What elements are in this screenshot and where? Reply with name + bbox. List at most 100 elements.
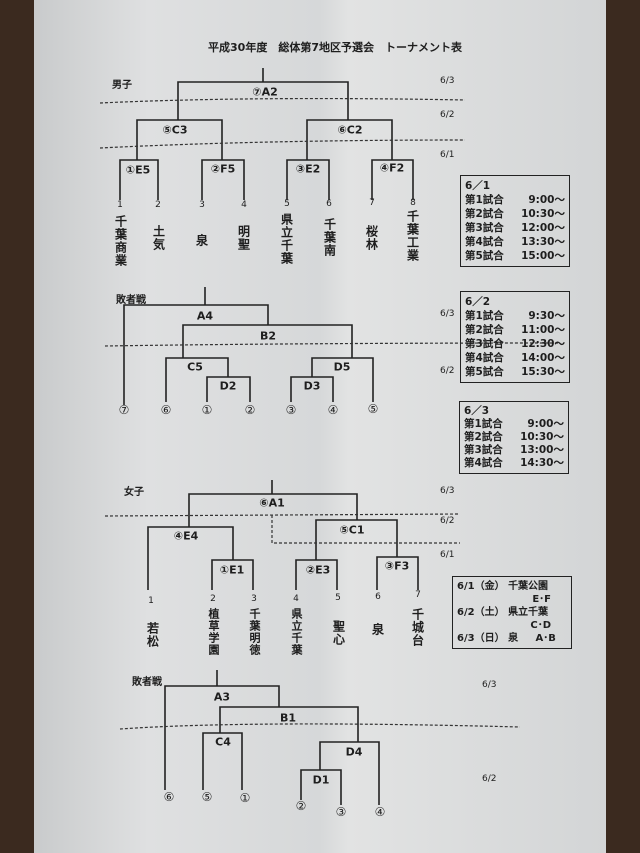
venue-name: 千葉公園 xyxy=(508,581,549,592)
team-number: 3 xyxy=(199,200,205,210)
match-label: B2 xyxy=(259,329,277,343)
venue-name: 県立千葉 xyxy=(508,607,549,618)
team-number: 3 xyxy=(251,594,257,604)
venue-date: 6/3（日） xyxy=(457,633,505,644)
team-number: 1 xyxy=(148,596,154,606)
date-divider-lines xyxy=(99,97,561,730)
team-number: 6 xyxy=(375,592,381,602)
match-label: ②E3 xyxy=(305,563,331,577)
venue-name: 泉 xyxy=(508,633,519,644)
match-label: D4 xyxy=(345,745,363,759)
game-label: 第4試合 xyxy=(464,457,503,469)
game-time: 15:30～ xyxy=(521,366,565,378)
match-label: ⑥C2 xyxy=(337,123,363,137)
team-name: 土気 xyxy=(151,225,166,251)
team-name: 千葉商業 xyxy=(113,215,128,267)
entry-marker: ⑥ xyxy=(160,403,172,417)
match-label: ④F2 xyxy=(379,161,405,175)
venue-matches: E･F xyxy=(532,594,551,605)
game-label: 第3試合 xyxy=(465,222,504,234)
game-label: 第1試合 xyxy=(465,310,504,322)
game-time: 9:00～ xyxy=(527,418,564,430)
team-name: 千葉工業 xyxy=(405,210,420,262)
team-number: 8 xyxy=(410,198,416,208)
consolation-label: 敗者戦 xyxy=(132,677,162,688)
entry-marker: ② xyxy=(295,799,307,813)
entry-marker: ① xyxy=(239,791,251,805)
game-time: 10:30～ xyxy=(521,208,565,220)
team-name: 県立千葉 xyxy=(279,213,294,265)
match-label: D2 xyxy=(219,379,237,393)
match-label: ⑤C1 xyxy=(339,523,365,537)
entry-marker: ① xyxy=(201,403,213,417)
team-number: 2 xyxy=(210,594,216,604)
match-label: ①E5 xyxy=(125,163,151,177)
entry-marker: ③ xyxy=(285,403,297,417)
game-time: 12:30～ xyxy=(521,338,565,350)
game-time: 10:30～ xyxy=(520,431,564,443)
game-label: 第2試合 xyxy=(465,324,504,336)
team-name: 県立千葉 xyxy=(290,608,303,656)
date-label: 6/2 xyxy=(440,516,455,526)
game-label: 第2試合 xyxy=(464,431,503,443)
match-label: D3 xyxy=(303,379,321,393)
game-label: 第1試合 xyxy=(465,194,504,206)
entry-marker: ⑤ xyxy=(367,402,379,416)
game-time: 14:00～ xyxy=(521,352,565,364)
date-label: 6/3 xyxy=(440,309,455,319)
venue-matches: A･B xyxy=(535,633,556,644)
venue-date: 6/1（金） xyxy=(457,581,505,592)
match-label: ⑥A1 xyxy=(259,496,285,510)
team-name: 植草学園 xyxy=(207,608,220,656)
schedule-date: 6／1 xyxy=(465,180,491,192)
game-time: 11:00～ xyxy=(521,324,565,336)
team-number: 6 xyxy=(326,199,332,209)
match-label: C4 xyxy=(215,735,231,749)
date-label: 6/2 xyxy=(440,366,455,376)
team-number: 4 xyxy=(293,594,299,604)
team-number: 5 xyxy=(284,199,290,209)
game-time: 9:00～ xyxy=(528,194,565,206)
match-label: B1 xyxy=(279,711,297,725)
entry-marker: ⑦ xyxy=(118,403,130,417)
paper-sheet xyxy=(34,0,606,853)
document-title: 平成30年度 総体第7地区予選会 トーナメント表 xyxy=(208,41,462,54)
venue-matches: C･D xyxy=(530,620,551,631)
match-label: C5 xyxy=(187,360,203,374)
game-label: 第5試合 xyxy=(465,366,504,378)
boys-label: 男子 xyxy=(112,80,132,91)
game-label: 第5試合 xyxy=(465,250,504,262)
team-name: 泉 xyxy=(194,234,209,247)
date-label: 6/3 xyxy=(440,486,455,496)
schedule-date: 6／2 xyxy=(465,296,491,308)
team-number: 4 xyxy=(241,200,247,210)
game-time: 12:00～ xyxy=(521,222,565,234)
entry-marker: ③ xyxy=(335,805,347,819)
team-number: 5 xyxy=(335,593,341,603)
game-label: 第2試合 xyxy=(465,208,504,220)
game-time: 13:00～ xyxy=(520,444,564,456)
team-number: 2 xyxy=(155,200,161,210)
game-time: 14:30～ xyxy=(520,457,564,469)
match-label: ③F3 xyxy=(384,559,410,573)
consolation-label: 敗者戦 xyxy=(116,295,146,306)
game-time: 15:00～ xyxy=(521,250,565,262)
entry-marker: ② xyxy=(244,403,256,417)
match-label: ③E2 xyxy=(295,162,321,176)
entry-marker: ④ xyxy=(327,403,339,417)
date-label: 6/2 xyxy=(482,774,497,784)
venue-date: 6/2（土） xyxy=(457,607,505,618)
date-label: 6/2 xyxy=(440,110,455,120)
game-label: 第4試合 xyxy=(465,236,504,248)
game-time: 9:30～ xyxy=(528,310,565,322)
entry-marker: ⑥ xyxy=(163,790,175,804)
team-name: 千葉明徳 xyxy=(248,608,261,656)
team-name: 千葉南 xyxy=(322,218,337,257)
game-time: 13:30～ xyxy=(521,236,565,248)
match-label: ⑤C3 xyxy=(162,123,188,137)
schedule-date: 6／3 xyxy=(464,405,490,417)
girls-label: 女子 xyxy=(124,487,144,498)
